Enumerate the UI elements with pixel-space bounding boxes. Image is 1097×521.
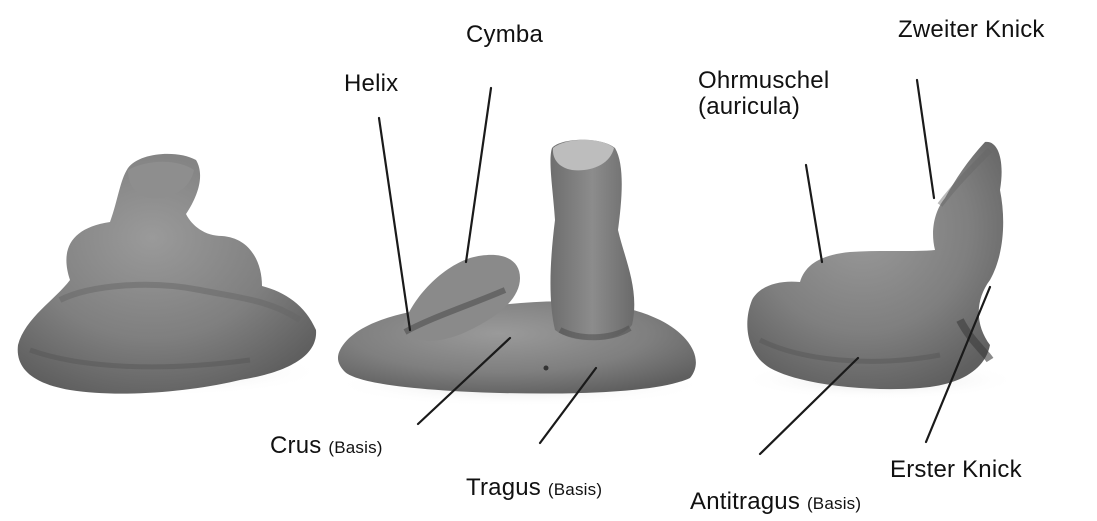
label-tragus-note: (Basis) [548, 480, 602, 499]
label-cymba: Cymba [466, 23, 543, 47]
clay-model-left [5, 154, 325, 396]
label-crus: Crus (Basis) [270, 434, 383, 458]
leader-line-zweiter-knick [917, 80, 934, 198]
clay-model-right [740, 142, 1020, 400]
label-cymba-text: Cymba [466, 21, 543, 48]
label-ohrmuschel: Ohrmuschel (auricula) [698, 68, 829, 121]
label-ohrmuschel-line1: Ohrmuschel [698, 68, 829, 94]
label-helix-text: Helix [344, 70, 398, 97]
leader-line-helix [379, 118, 410, 330]
label-zweiter-knick: Zweiter Knick [898, 18, 1045, 42]
label-crus-text: Crus [270, 432, 321, 459]
label-antitragus: Antitragus (Basis) [690, 490, 861, 514]
label-crus-note: (Basis) [328, 438, 382, 457]
label-erster-knick-text: Erster Knick [890, 456, 1022, 483]
leader-line-ohrmuschel [806, 165, 822, 262]
label-tragus-text: Tragus [466, 474, 541, 501]
leader-line-cymba [466, 88, 491, 262]
label-erster-knick: Erster Knick [890, 458, 1022, 482]
label-tragus: Tragus (Basis) [466, 476, 602, 500]
label-zweiter-knick-text: Zweiter Knick [898, 16, 1045, 43]
label-antitragus-note: (Basis) [807, 494, 861, 513]
label-antitragus-text: Antitragus [690, 488, 800, 515]
label-ohrmuschel-line2: (auricula) [698, 94, 829, 120]
label-helix: Helix [344, 72, 398, 96]
